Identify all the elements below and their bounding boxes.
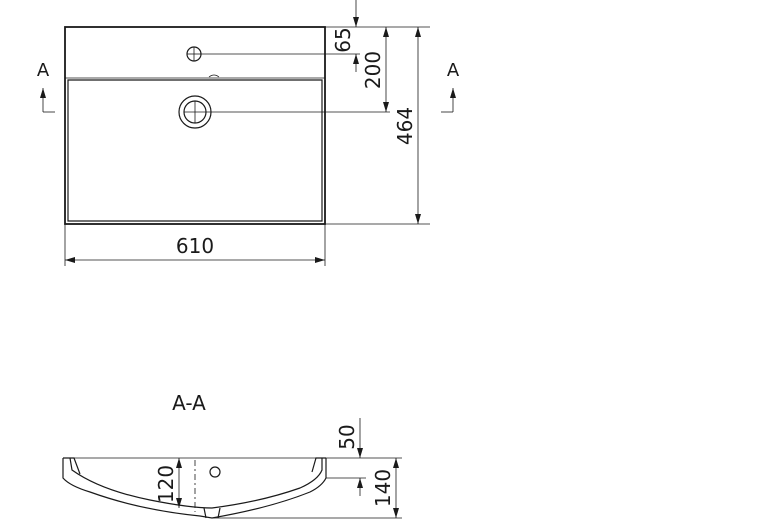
top-view: 65 200 464 610 A (37, 0, 460, 266)
section-profile-inner (69, 457, 323, 509)
dim-width: 610 (64, 224, 326, 266)
overflow-slot (208, 74, 220, 78)
tap-hole (186, 46, 202, 62)
dim-tap-hole: 65 (331, 0, 359, 72)
dim-depth: 464 (393, 27, 421, 224)
section-overflow-hole (209, 466, 221, 478)
dim-drain: 200 (361, 27, 389, 112)
section-mark-left-label: A (37, 60, 50, 81)
dim-bowl-depth-label: 120 (154, 465, 178, 503)
dim-total-height: 140 (371, 458, 399, 518)
section-title: A-A (172, 391, 206, 415)
dim-tap-hole-label: 65 (331, 27, 355, 52)
dim-width-label: 610 (176, 234, 214, 258)
dim-rim: 50 (335, 418, 363, 496)
dim-depth-label: 464 (393, 107, 417, 145)
section-drain (203, 507, 221, 519)
section-mark-right-label: A (447, 60, 460, 81)
section-rim-left (63, 457, 81, 475)
basin-outline (64, 26, 326, 225)
dim-rim-label: 50 (335, 424, 359, 449)
section-marker-right: A (441, 60, 460, 113)
dim-drain-label: 200 (361, 51, 385, 89)
section-view: A-A 120 50 (62, 391, 402, 519)
dim-bowl-depth: 120 (154, 458, 182, 508)
bowl-outline (67, 79, 323, 222)
dim-total-height-label: 140 (371, 469, 395, 507)
section-marker-left: A (37, 60, 55, 113)
section-rim-right (311, 457, 326, 473)
section-profile-outer (62, 458, 327, 519)
